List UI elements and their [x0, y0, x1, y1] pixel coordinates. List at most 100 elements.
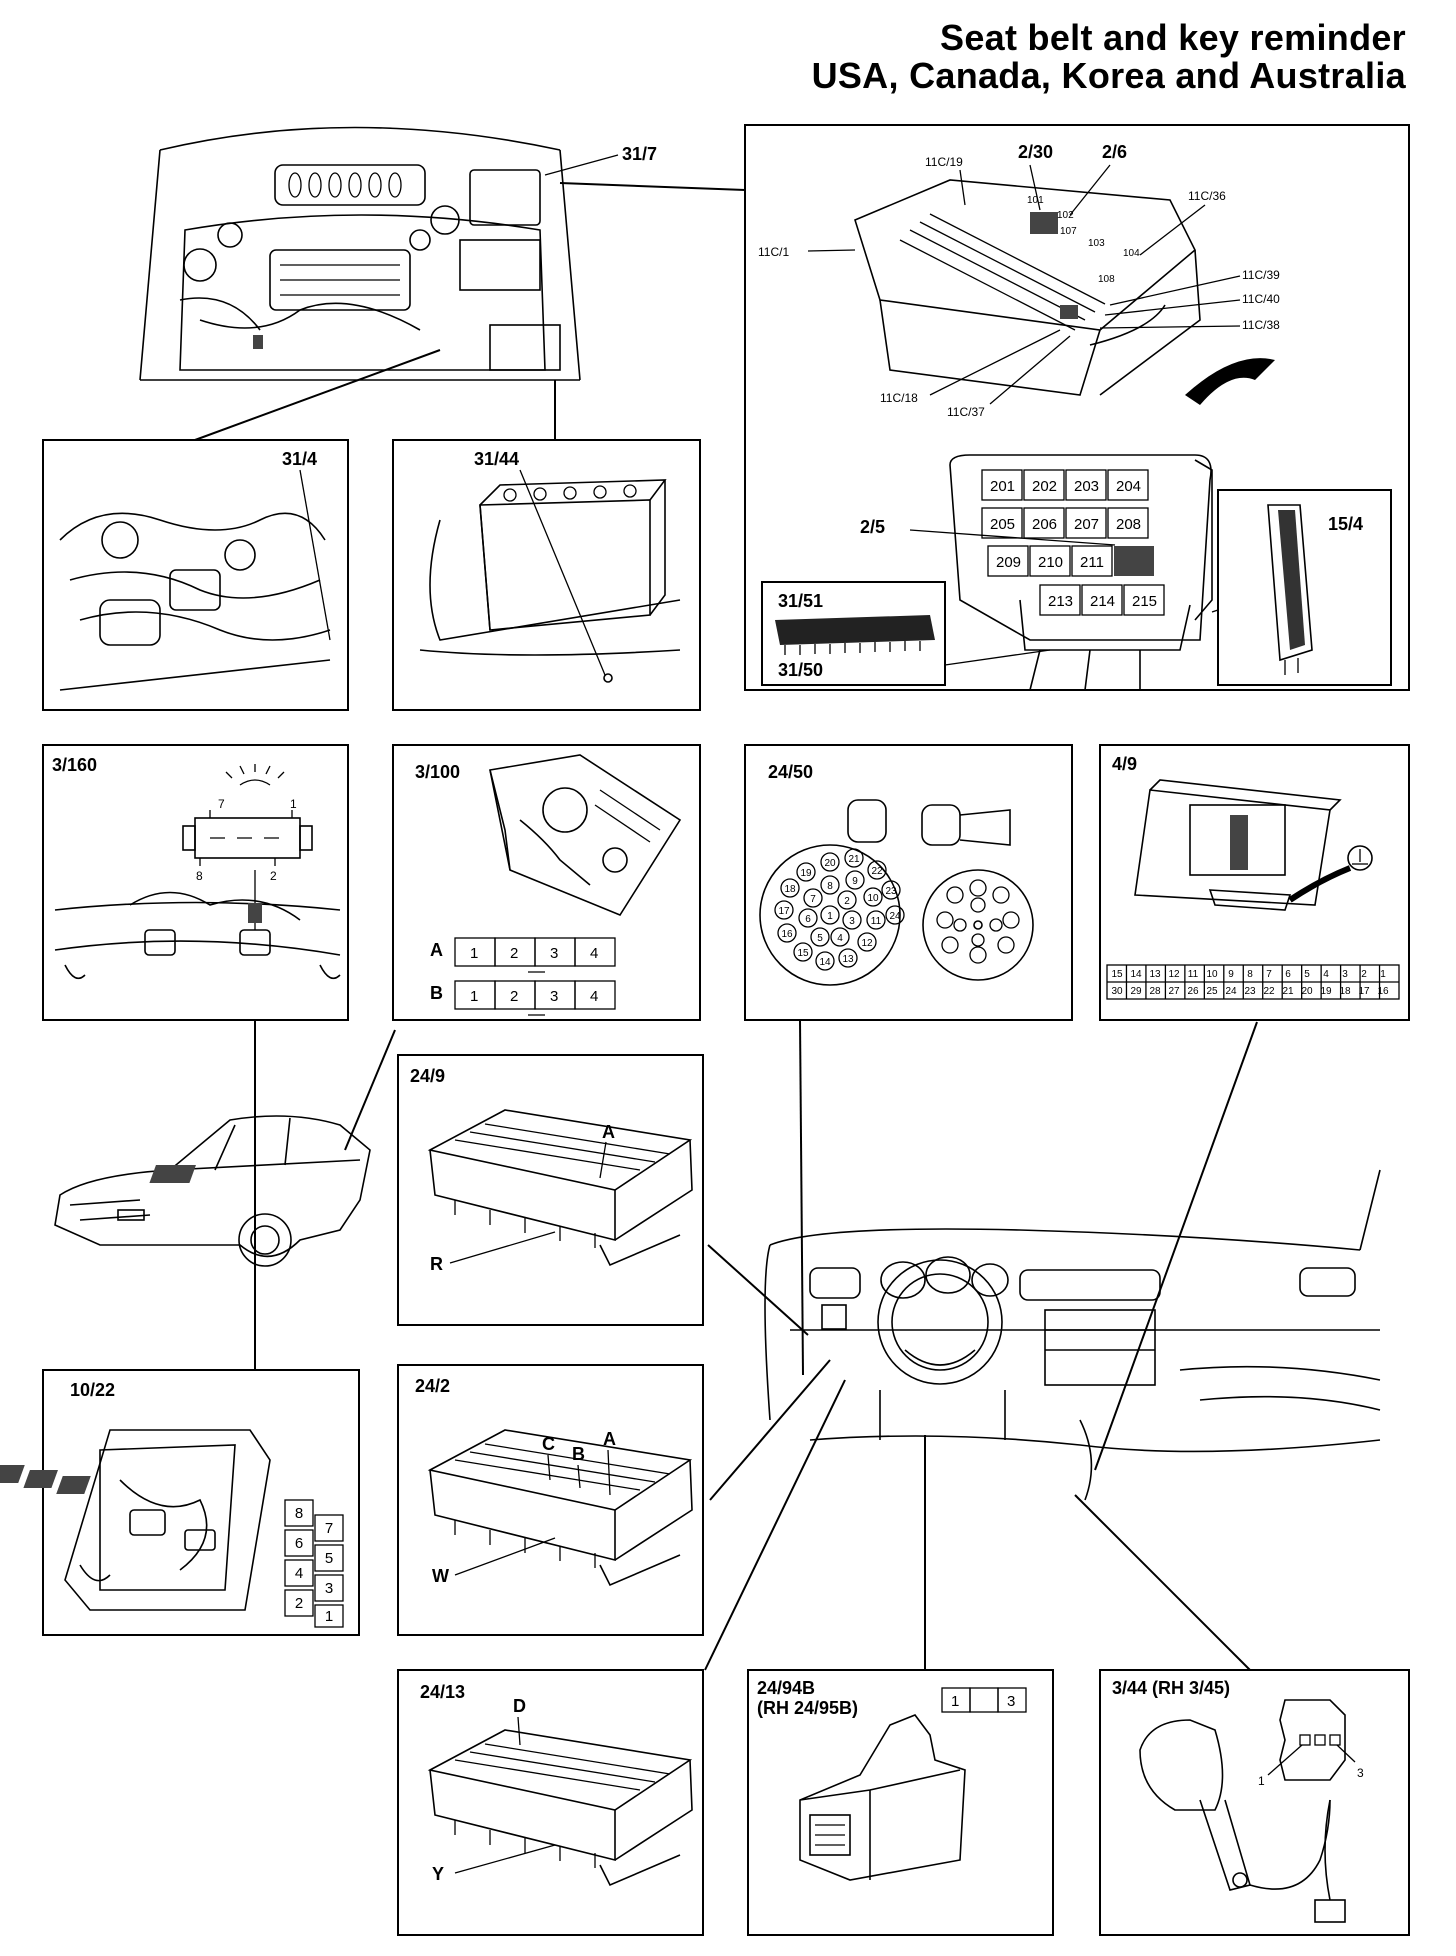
mark-b: B [572, 1444, 585, 1464]
relay-107: 107 [1060, 226, 1077, 237]
pin-28: 28 [1149, 986, 1161, 997]
callout-2-30: 2/30 [1018, 142, 1053, 162]
relay-210: 210 [1038, 554, 1063, 571]
fuse-block-24-2-illustration [0, 1429, 693, 1587]
label-31-44: 31/44 [474, 449, 519, 469]
pin-3: 3 [1357, 1766, 1364, 1780]
pin-24: 24 [889, 911, 901, 922]
pin-14: 14 [1130, 969, 1142, 980]
pin-6: 6 [805, 914, 811, 925]
relay-215: 215 [1132, 593, 1157, 610]
pin-21: 21 [848, 854, 860, 865]
relay-103: 103 [1088, 238, 1105, 249]
panel-24-50 [744, 744, 1073, 1021]
relay-214: 214 [1090, 593, 1115, 610]
pin-13: 13 [1149, 969, 1161, 980]
module-15-4-illustration [1211, 504, 1313, 675]
relay-203: 203 [1074, 478, 1099, 495]
label-31-50: 31/50 [778, 660, 823, 680]
diagram-title: Seat belt and key reminder [940, 17, 1406, 58]
pin-20: 20 [1301, 986, 1313, 997]
engine-bay-illustration [139, 126, 581, 381]
row-b-cell-2: 2 [510, 988, 518, 1005]
callout-11c-19: 11C/19 [925, 155, 963, 169]
pin-2: 2 [295, 1595, 303, 1612]
pin-30: 30 [1111, 986, 1123, 997]
callout-11c-38: 11C/38 [1242, 318, 1280, 332]
pin-18: 18 [784, 884, 796, 895]
pin-1: 1 [290, 797, 297, 811]
panel-24-2 [397, 1364, 704, 1636]
pin-7: 7 [325, 1520, 333, 1537]
panel-24-94b [747, 1669, 1054, 1936]
pin-8: 8 [295, 1505, 303, 1522]
pin-27: 27 [1168, 986, 1180, 997]
relay-108: 108 [1098, 274, 1115, 285]
pin-26: 26 [1187, 986, 1199, 997]
pin-3: 3 [1342, 969, 1348, 980]
connector-3-100-row-a: A 1 2 3 4 [430, 937, 616, 973]
label-3-44: 3/44 (RH 3/45) [1112, 1678, 1230, 1698]
connector-24-50-pins: 1 2 3 4 5 6 7 8 9 10 11 12 13 14 15 16 1… [774, 848, 905, 971]
relay-202: 202 [1032, 478, 1057, 495]
courtesy-light-connector [182, 764, 313, 930]
pin-5: 5 [1304, 969, 1310, 980]
callout-2-5: 2/5 [860, 517, 885, 537]
pin-19: 19 [1320, 986, 1332, 997]
label-3-160: 3/160 [52, 755, 97, 775]
dashboard-interior-illustration [764, 1169, 1381, 1501]
relay-209: 209 [996, 554, 1021, 571]
pin-21: 21 [1282, 986, 1294, 997]
label-4-9: 4/9 [1112, 754, 1137, 774]
leader-lines [194, 182, 1258, 1671]
relay-206: 206 [1032, 516, 1057, 533]
mark-d: D [513, 1696, 526, 1716]
relay-205: 205 [990, 516, 1015, 533]
pin-7: 7 [218, 797, 225, 811]
fuse-block-24-13-illustration [427, 1729, 693, 1887]
label-24-2: 24/2 [415, 1376, 450, 1396]
connector-24-94b-grid: 1 3 [941, 1687, 1027, 1713]
label-24-94b: 24/94B [757, 1678, 815, 1698]
mark-w: W [432, 1566, 449, 1586]
callout-11c-36: 11C/36 [1188, 189, 1226, 203]
relay-204: 204 [1116, 478, 1141, 495]
pin-11: 11 [1188, 969, 1199, 980]
pin-11: 11 [871, 916, 882, 927]
row-b-cell-1: 1 [470, 988, 478, 1005]
relay-213: 213 [1048, 593, 1073, 610]
pin-18: 18 [1339, 986, 1351, 997]
connector-10-22-grid: 8 6 4 2 7 5 3 1 [284, 1499, 344, 1628]
pin-2: 2 [844, 896, 850, 907]
door-lock-illustration [489, 754, 682, 916]
relay-101: 101 [1027, 195, 1044, 206]
panel-3-44 [1099, 1669, 1410, 1936]
pin-4: 4 [1323, 969, 1329, 980]
pin-17: 17 [778, 906, 790, 917]
pin-29: 29 [1130, 986, 1142, 997]
pin-23: 23 [885, 886, 897, 897]
row-a-cell-2: 2 [510, 945, 518, 962]
pin-1: 1 [325, 1608, 333, 1625]
relay-104: 104 [1123, 248, 1140, 259]
pin-1: 1 [951, 1693, 959, 1710]
panel-24-9 [397, 1054, 704, 1326]
row-a-cell-4: 4 [590, 945, 598, 962]
pin-24: 24 [1225, 986, 1237, 997]
inset-15-4 [1217, 489, 1392, 686]
pin-17: 17 [1358, 986, 1370, 997]
panel-3-100 [392, 744, 701, 1021]
mark-y: Y [432, 1864, 444, 1884]
diagram-subtitle: USA, Canada, Korea and Australia [811, 55, 1406, 96]
callout-11c-39: 11C/39 [1242, 268, 1280, 282]
central-electrical-module-illustration [807, 164, 1275, 546]
pin-14: 14 [819, 957, 831, 968]
relay-207: 207 [1074, 516, 1099, 533]
row-a-label: A [430, 940, 443, 960]
pin-8: 8 [196, 869, 203, 883]
pin-3: 3 [1007, 1693, 1015, 1710]
pin-2: 2 [1361, 969, 1367, 980]
pin-8: 8 [1247, 969, 1253, 980]
mark-r: R [430, 1254, 443, 1274]
label-24-9: 24/9 [410, 1066, 445, 1086]
